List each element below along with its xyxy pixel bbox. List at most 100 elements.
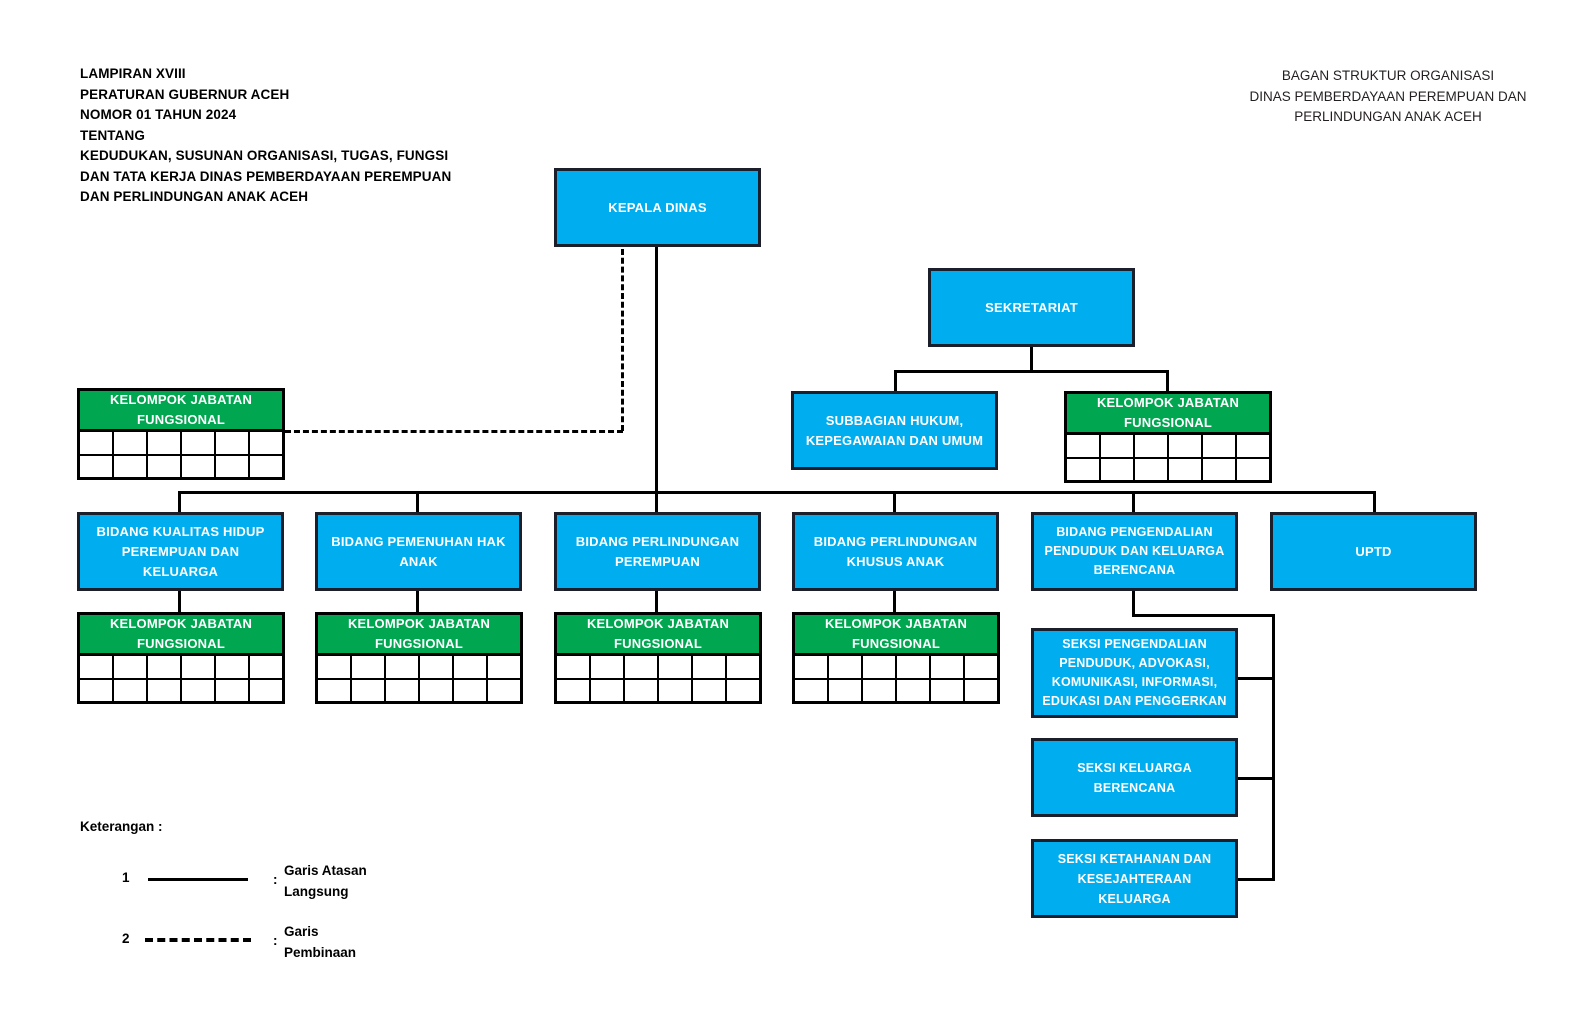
kjf-cell[interactable] — [727, 656, 759, 678]
kjf-cell[interactable] — [148, 679, 180, 701]
kjf-cell[interactable] — [693, 656, 725, 678]
kjf-cell[interactable] — [216, 432, 248, 454]
kjf-cell[interactable] — [659, 679, 691, 701]
kjf-cell[interactable] — [114, 679, 146, 701]
kjf-cell[interactable] — [420, 679, 452, 701]
kjf-cell[interactable] — [829, 656, 861, 678]
kjf-cell[interactable] — [931, 656, 963, 678]
kjf-cell[interactable] — [216, 656, 248, 678]
kjf-cell[interactable] — [897, 679, 929, 701]
node-bidang-perlindungan-khusus-anak[interactable]: BIDANG PERLINDUNGAN KHUSUS ANAK — [792, 512, 999, 591]
kjf-cell[interactable] — [863, 656, 895, 678]
kjf-cell[interactable] — [659, 656, 691, 678]
node-seksi-ketahanan-kesejahteraan[interactable]: SEKSI KETAHANAN DAN KESEJAHTERAAN KELUAR… — [1031, 839, 1238, 918]
kjf-cell[interactable] — [420, 656, 452, 678]
kjf-cell[interactable] — [1135, 458, 1167, 480]
kjf-cell[interactable] — [591, 656, 623, 678]
kjf-cell[interactable] — [863, 679, 895, 701]
node-uptd[interactable]: UPTD — [1270, 512, 1477, 591]
connector-kepala-dinas-trunk — [655, 247, 658, 493]
connector-dashed-vertical — [621, 249, 624, 431]
kjf-cell[interactable] — [625, 656, 657, 678]
kjf-cell[interactable] — [1101, 458, 1133, 480]
kjf-grid[interactable] — [315, 656, 523, 704]
kjf-cell[interactable] — [1203, 435, 1235, 457]
kjf-cell[interactable] — [182, 432, 214, 454]
kjf-cell[interactable] — [1169, 458, 1201, 480]
kjf-cell[interactable] — [557, 656, 589, 678]
chart-title: BAGAN STRUKTUR ORGANISASI DINAS PEMBERDA… — [1249, 68, 1527, 124]
kjf-cell[interactable] — [80, 656, 112, 678]
kjf-cell[interactable] — [114, 656, 146, 678]
kjf-cell[interactable] — [216, 679, 248, 701]
node-kepala-dinas[interactable]: KEPALA DINAS — [554, 168, 761, 247]
kjf-cell[interactable] — [795, 656, 827, 678]
node-sekretariat[interactable]: SEKRETARIAT — [928, 268, 1135, 347]
kjf-cell[interactable] — [1067, 458, 1099, 480]
connector-spine-to-seksi-2 — [1236, 777, 1275, 780]
kjf-cell[interactable] — [795, 679, 827, 701]
kjf-cell[interactable] — [148, 656, 180, 678]
kjf-cell[interactable] — [965, 656, 997, 678]
kjf-cell[interactable] — [250, 455, 282, 477]
kjf-cell[interactable] — [488, 679, 520, 701]
kjf-cell[interactable] — [182, 679, 214, 701]
kjf-cell[interactable] — [352, 679, 384, 701]
kjf-cell[interactable] — [591, 679, 623, 701]
kjf-cell[interactable] — [1101, 435, 1133, 457]
kjf-cell[interactable] — [625, 679, 657, 701]
kjf-cell[interactable] — [897, 656, 929, 678]
kjf-grid[interactable] — [77, 656, 285, 704]
kjf-cell[interactable] — [1203, 458, 1235, 480]
kjf-cell[interactable] — [727, 679, 759, 701]
kjf-cell[interactable] — [386, 679, 418, 701]
kjf-cell[interactable] — [114, 432, 146, 454]
kjf-cell[interactable] — [1067, 435, 1099, 457]
node-bidang-kualitas-hidup[interactable]: BIDANG KUALITAS HIDUP PEREMPUAN DAN KELU… — [77, 512, 284, 591]
kjf-block-sekretariat: KELOMPOK JABATAN FUNGSIONAL — [1064, 391, 1272, 483]
kjf-cell[interactable] — [1237, 458, 1269, 480]
kjf-cell[interactable] — [386, 656, 418, 678]
document-reference-header: LAMPIRAN XVIII PERATURAN GUBERNUR ACEH N… — [80, 66, 452, 204]
kjf-cell[interactable] — [693, 679, 725, 701]
kjf-cell[interactable] — [182, 656, 214, 678]
node-seksi-keluarga-berencana[interactable]: SEKSI KELUARGA BERENCANA — [1031, 738, 1238, 817]
kjf-cell[interactable] — [250, 679, 282, 701]
node-bidang-pengendalian-penduduk[interactable]: BIDANG PENGENDALIAN PENDUDUK DAN KELUARG… — [1031, 512, 1238, 591]
kjf-cell[interactable] — [829, 679, 861, 701]
connector-pengendalian-elbow — [1132, 614, 1275, 617]
node-subbagian-hukum[interactable]: SUBBAGIAN HUKUM, KEPEGAWAIAN DAN UMUM — [791, 391, 998, 470]
kjf-grid[interactable] — [554, 656, 762, 704]
kjf-cell[interactable] — [557, 679, 589, 701]
node-bidang-perlindungan-perempuan[interactable]: BIDANG PERLINDUNGAN PEREMPUAN — [554, 512, 761, 591]
kjf-cell[interactable] — [1169, 435, 1201, 457]
kjf-cell[interactable] — [216, 455, 248, 477]
kjf-cell[interactable] — [454, 679, 486, 701]
connector-sekretariat-bus — [894, 370, 1169, 373]
node-bidang-pemenuhan-hak-anak[interactable]: BIDANG PEMENUHAN HAK ANAK — [315, 512, 522, 591]
kjf-cell[interactable] — [1237, 435, 1269, 457]
kjf-cell[interactable] — [182, 455, 214, 477]
kjf-cell[interactable] — [318, 656, 350, 678]
kjf-cell[interactable] — [114, 455, 146, 477]
kjf-cell[interactable] — [250, 432, 282, 454]
kjf-cell[interactable] — [454, 656, 486, 678]
kjf-cell[interactable] — [148, 432, 180, 454]
kjf-header-label: KELOMPOK JABATAN FUNGSIONAL — [554, 612, 762, 656]
kjf-cell[interactable] — [80, 679, 112, 701]
kjf-cell[interactable] — [965, 679, 997, 701]
node-seksi-pengendalian-penduduk[interactable]: SEKSI PENGENDALIAN PENDUDUK, ADVOKASI, K… — [1031, 628, 1238, 718]
kjf-cell[interactable] — [931, 679, 963, 701]
kjf-grid[interactable] — [792, 656, 1000, 704]
kjf-cell[interactable] — [352, 656, 384, 678]
kjf-cell[interactable] — [80, 432, 112, 454]
kjf-cell[interactable] — [80, 455, 112, 477]
kjf-grid[interactable] — [77, 432, 285, 480]
kjf-cell[interactable] — [318, 679, 350, 701]
legend-item-2-number: 2 — [122, 931, 130, 946]
kjf-cell[interactable] — [488, 656, 520, 678]
kjf-cell[interactable] — [250, 656, 282, 678]
kjf-grid[interactable] — [1064, 435, 1272, 483]
kjf-cell[interactable] — [1135, 435, 1167, 457]
kjf-cell[interactable] — [148, 455, 180, 477]
